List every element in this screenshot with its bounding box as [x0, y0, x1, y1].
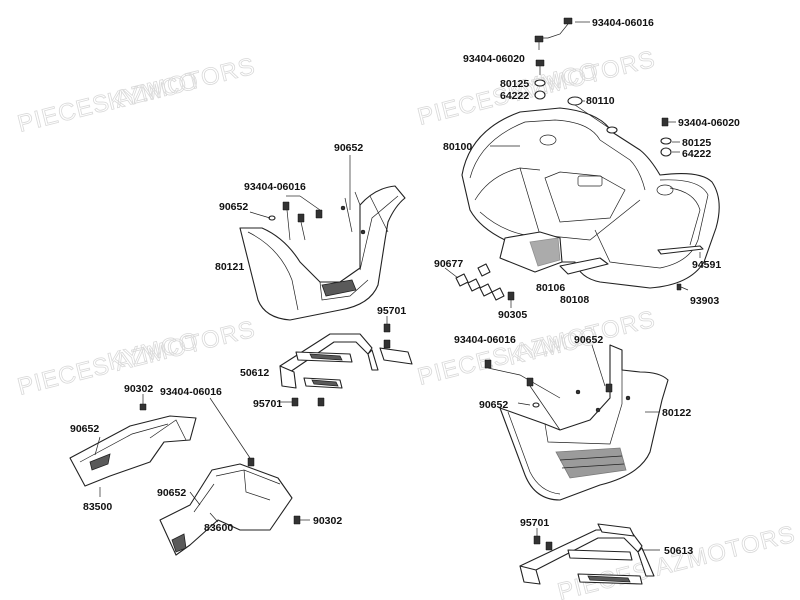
hardware-top-right [490, 17, 704, 291]
label-80106: 80106 [536, 282, 565, 294]
rear-fender-80100 [461, 107, 720, 289]
label-64222: 64222 [500, 90, 529, 102]
watermark-text: KYMCO [105, 67, 202, 116]
label-90652: 90652 [219, 201, 248, 213]
front-fender-80121 [239, 155, 406, 321]
clips-90677 [444, 263, 515, 308]
label-80100: 80100 [443, 141, 472, 153]
front-rack-50612 [279, 316, 413, 407]
label-90652: 90652 [157, 487, 186, 499]
label-90302: 90302 [124, 383, 153, 395]
label-95701: 95701 [377, 305, 406, 317]
label-64222: 64222 [682, 148, 711, 160]
label-80122: 80122 [662, 407, 691, 419]
label-93404-06016: 93404-06016 [160, 386, 222, 398]
label-94591: 94591 [692, 259, 721, 271]
label-80125: 80125 [500, 78, 529, 90]
label-83500: 83500 [83, 501, 112, 513]
label-90652: 90652 [70, 423, 99, 435]
label-50613: 50613 [664, 545, 693, 557]
label-93404-06020: 93404-06020 [678, 117, 740, 129]
label-93404-06016: 93404-06016 [592, 17, 654, 29]
side-cover-83600 [159, 397, 310, 556]
label-90305: 90305 [498, 309, 527, 321]
label-93404-06020: 93404-06020 [463, 53, 525, 65]
part-labels: 93404-06016 93404-06020 80125 64222 8011… [70, 17, 740, 557]
side-cover-83500 [69, 394, 197, 497]
label-80110: 80110 [586, 95, 615, 107]
label-80125: 80125 [682, 137, 711, 149]
rear-fender-80122 [484, 344, 669, 501]
watermark-text: KYMCO [105, 327, 202, 376]
rear-rack-50613 [519, 523, 660, 585]
label-83600: 83600 [204, 522, 233, 534]
label-90302: 90302 [313, 515, 342, 527]
label-95701: 95701 [520, 517, 549, 529]
label-93404-06016: 93404-06016 [244, 181, 306, 193]
label-80108: 80108 [560, 294, 589, 306]
label-90677: 90677 [434, 258, 463, 270]
label-90652: 90652 [334, 142, 363, 154]
label-50612: 50612 [240, 367, 269, 379]
label-95701: 95701 [253, 398, 282, 410]
label-93903: 93903 [690, 295, 719, 307]
label-93404-06016: 93404-06016 [454, 334, 516, 346]
label-90652: 90652 [574, 334, 603, 346]
label-90652: 90652 [479, 399, 508, 411]
label-80121: 80121 [215, 261, 244, 273]
